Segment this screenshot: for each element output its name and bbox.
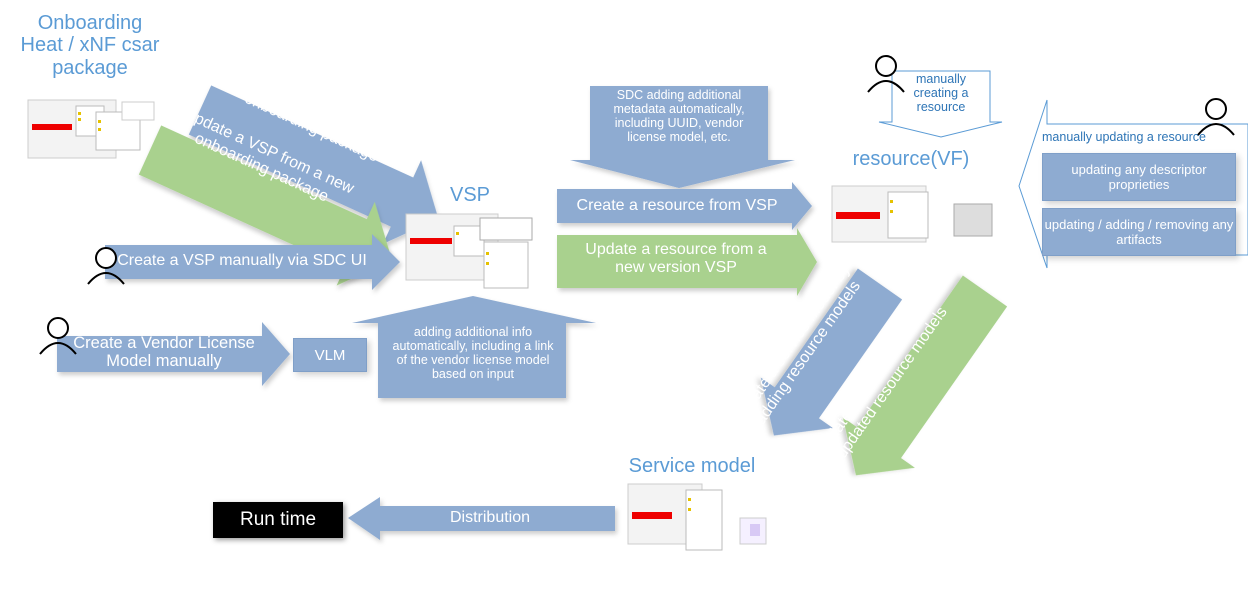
screenshot-thumbnail xyxy=(627,483,767,551)
vsp-title: VSP xyxy=(449,184,491,206)
runtime-box: Run time xyxy=(213,502,343,538)
label-update-resource: Update a resource from a new version VSP xyxy=(585,241,767,276)
vlm-label: VLM xyxy=(314,346,346,364)
arrow-create-vsp-manual xyxy=(105,234,400,290)
label-manually-creating: manually creating a resource xyxy=(913,72,969,114)
onboarding-title: Onboarding Heat / xNF csar package xyxy=(20,12,160,79)
arrow-create-service xyxy=(760,268,903,436)
resource-title: resource(VF) xyxy=(852,148,970,170)
label-distribution: Distribution xyxy=(449,509,531,526)
user-icon xyxy=(1197,98,1235,136)
artifacts-label: updating / adding / removing any artifac… xyxy=(1044,217,1234,247)
label-sdc-metadata: SDC adding additional metadata automatic… xyxy=(613,88,745,144)
arrow-create-vsp-package xyxy=(188,85,439,244)
arrow-adding-info xyxy=(352,296,596,398)
screenshot-thumbnail xyxy=(27,99,155,159)
vlm-box: VLM xyxy=(293,338,367,372)
arrow-update-service xyxy=(842,275,1008,476)
arrow-update-resource xyxy=(557,228,817,296)
arrow-sdc-metadata xyxy=(570,86,795,188)
arrow-create-resource xyxy=(557,182,812,230)
arrow-create-vlm xyxy=(57,322,290,386)
service-model-title: Service model xyxy=(628,455,756,477)
artifacts-box: updating / adding / removing any artifac… xyxy=(1042,208,1236,256)
screenshot-thumbnail xyxy=(831,185,993,243)
user-icon xyxy=(87,247,125,285)
screenshot-thumbnail xyxy=(405,213,533,289)
user-icon xyxy=(39,317,77,355)
label-create-vlm: Create a Vendor License Model manually xyxy=(73,334,255,371)
label-create-vsp-manual: Create a VSP manually via SDC UI xyxy=(117,252,367,269)
runtime-label: Run time xyxy=(239,509,317,530)
label-create-resource: Create a resource from VSP xyxy=(576,197,778,214)
arrow-manually-creating xyxy=(878,70,1003,138)
user-icon xyxy=(867,55,905,93)
descriptor-box: updating any descriptor proprieties xyxy=(1042,153,1236,201)
label-adding-info: adding additional info automatically, in… xyxy=(392,325,554,381)
arrow-distribution xyxy=(348,497,615,540)
descriptor-label: updating any descriptor proprieties xyxy=(1071,162,1207,192)
label-manually-updating: manually updating a resource xyxy=(1042,130,1206,144)
